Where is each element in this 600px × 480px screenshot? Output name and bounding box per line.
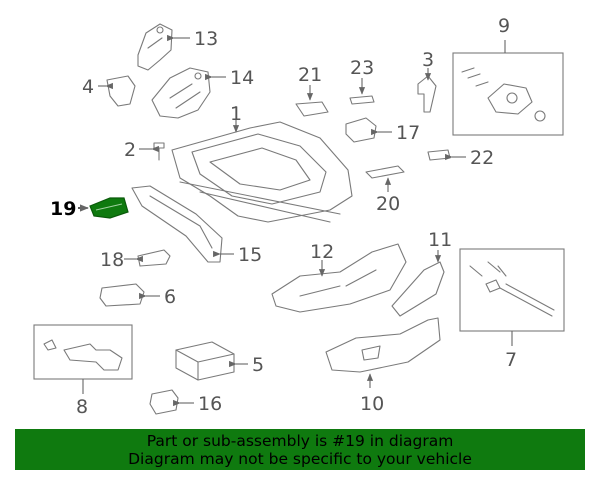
part-6-drawing — [99, 283, 160, 307]
callout-14[interactable]: 14 — [230, 67, 254, 89]
part-1-drawing — [171, 106, 353, 223]
callout-21[interactable]: 21 — [298, 64, 322, 86]
callout-3[interactable]: 3 — [422, 49, 434, 71]
callout-1[interactable]: 1 — [230, 103, 242, 125]
part-21-drawing — [295, 85, 329, 117]
part-11-drawing — [391, 250, 445, 317]
callout-22[interactable]: 22 — [470, 147, 494, 169]
banner-line-1: Part or sub-assembly is #19 in diagram — [146, 432, 454, 450]
callout-19[interactable]: 19 — [50, 198, 76, 220]
callout-7[interactable]: 7 — [505, 349, 517, 371]
callout-16[interactable]: 16 — [198, 393, 222, 415]
callout-6[interactable]: 6 — [164, 286, 176, 308]
callout-20[interactable]: 20 — [376, 193, 400, 215]
part-14-drawing — [151, 67, 226, 119]
part-23-drawing — [349, 78, 375, 105]
parts-diagram: 13 4 14 1 2 21 23 — [33, 15, 565, 418]
callout-17[interactable]: 17 — [396, 122, 420, 144]
part-3-drawing — [417, 68, 437, 113]
callout-13[interactable]: 13 — [194, 28, 218, 50]
callout-23[interactable]: 23 — [350, 57, 374, 79]
part-22-drawing — [427, 149, 466, 161]
part-5-drawing — [175, 341, 248, 381]
callout-18[interactable]: 18 — [100, 249, 124, 271]
part-16-drawing — [149, 389, 194, 415]
part-10-drawing — [325, 317, 441, 388]
part-4-drawing — [98, 75, 136, 107]
part-9-box — [452, 40, 564, 136]
callout-8[interactable]: 8 — [76, 396, 88, 418]
part-8-box — [33, 324, 133, 394]
banner-line-2: Diagram may not be specific to your vehi… — [128, 450, 472, 468]
part-13-drawing — [137, 23, 190, 71]
callout-2[interactable]: 2 — [124, 139, 136, 161]
callout-9[interactable]: 9 — [498, 15, 510, 37]
part-15-drawing — [131, 185, 234, 263]
callout-5[interactable]: 5 — [252, 354, 264, 376]
callout-15[interactable]: 15 — [238, 244, 262, 266]
callout-4[interactable]: 4 — [82, 76, 94, 98]
part-12-drawing — [271, 243, 407, 313]
part-17-drawing — [345, 117, 392, 143]
part-2-drawing — [139, 142, 165, 161]
part-20-drawing — [365, 165, 405, 192]
callout-10[interactable]: 10 — [360, 393, 384, 415]
part-19-drawing — [78, 197, 129, 219]
info-banner: Part or sub-assembly is #19 in diagram D… — [15, 429, 585, 470]
part-7-box — [459, 248, 565, 346]
callout-12[interactable]: 12 — [310, 241, 334, 263]
callout-11[interactable]: 11 — [428, 229, 452, 251]
part-18-drawing — [124, 249, 171, 267]
